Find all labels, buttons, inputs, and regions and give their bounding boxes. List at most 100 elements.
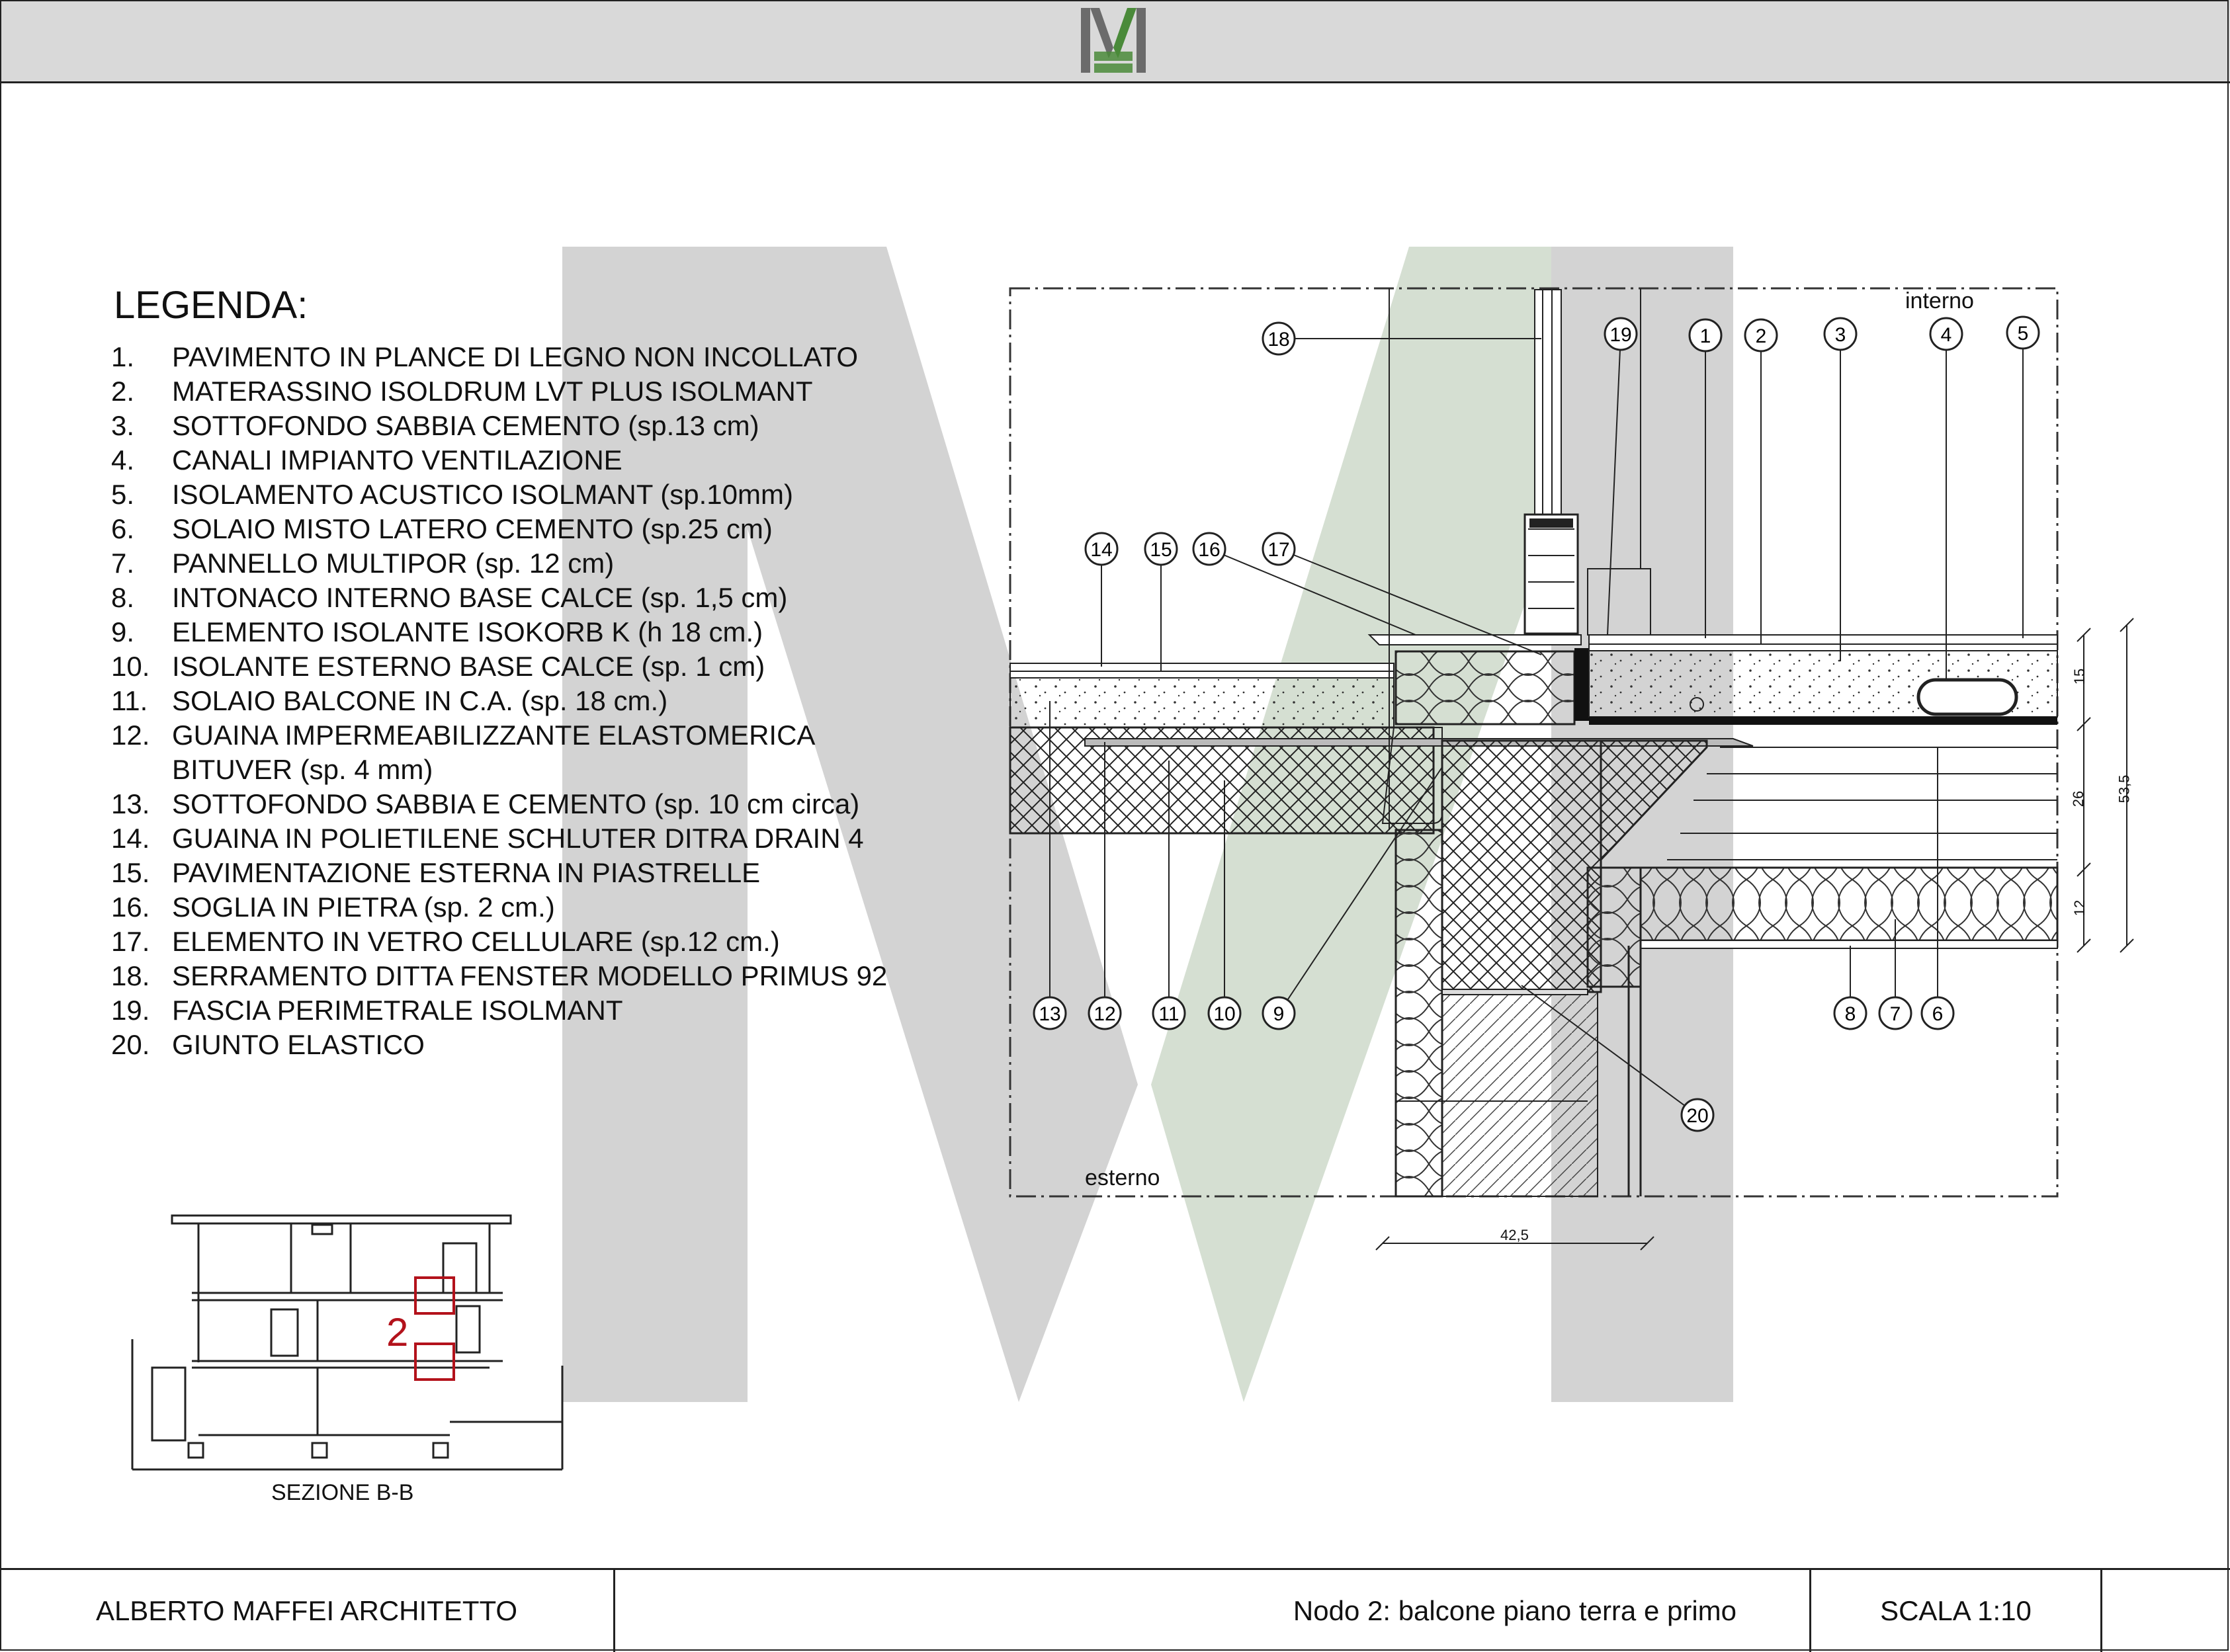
- marker-number: 4: [1941, 324, 1952, 346]
- marker-circle: [1262, 321, 1296, 356]
- marker-circle: [1192, 532, 1226, 566]
- legend-item-number: 20.: [111, 1029, 150, 1060]
- marker-number: 13: [1039, 1003, 1060, 1025]
- legend-item: 7. PANNELLO MULTIPOR (sp. 12 cm): [111, 546, 887, 581]
- marker-circle: [1207, 996, 1242, 1030]
- marker-number: 16: [1198, 539, 1220, 561]
- marker-circle: [1920, 996, 1955, 1030]
- legend-item: 2.MATERASSINO ISOLDRUM LVT PLUS ISOLMANT: [111, 374, 887, 409]
- key-plan-node-number: 2: [386, 1310, 409, 1354]
- title-cell: Nodo 2: balcone piano terra e primo: [615, 1570, 1811, 1652]
- marker-number: 17: [1267, 539, 1289, 561]
- legend-item: 13. SOTTOFONDO SABBIA E CEMENTO (sp. 10 c…: [111, 787, 887, 821]
- legend-item-number: 15.: [111, 857, 150, 888]
- title-block: ALBERTO MAFFEI ARCHITETTO Nodo 2: balcon…: [0, 1568, 2230, 1652]
- author-cell: ALBERTO MAFFEI ARCHITETTO: [0, 1570, 615, 1652]
- marker-leader-line: [1209, 548, 1416, 636]
- marker-leader-line: [1278, 766, 1443, 1014]
- marker-circle: [1929, 317, 1963, 351]
- legend-item-text: BITUVER (sp. 4 mm): [172, 754, 433, 785]
- legend-item: 14.GUAINA IN POLIETILENE SCHLUTER DITRA …: [111, 821, 887, 856]
- legend-item-number: 17.: [111, 926, 150, 957]
- marker-circle: [1823, 317, 1858, 351]
- legend-item: 17. ELEMENTO IN VETRO CELLULARE (sp.12 cm…: [111, 925, 887, 959]
- legend-item: 19.FASCIA PERIMETRALE ISOLMANT: [111, 993, 887, 1028]
- legend-item: 16. SOGLIA IN PIETRA (sp. 2 cm.): [111, 890, 887, 925]
- legend-item-number: 10.: [111, 651, 150, 682]
- marker-circle: [1833, 996, 1867, 1030]
- legend-item-number: 3.: [111, 410, 135, 441]
- legend-item-text: ISOLAMENTO ACUSTICO ISOLMANT (sp.10mm): [172, 479, 793, 510]
- exterior-label: esterno: [1085, 1165, 1160, 1190]
- drawing-scale: SCALA 1:10: [1880, 1595, 2032, 1626]
- legend-item-number: 18.: [111, 960, 150, 991]
- legend-item-text: INTONACO INTERNO BASE CALCE (sp. 1,5 cm): [172, 582, 788, 613]
- legend-item: 12.GUAINA IMPERMEABILIZZANTE ELASTOMERIC…: [111, 718, 887, 753]
- legend-item: 4. CANALI IMPIANTO VENTILAZIONE: [111, 443, 887, 477]
- legend-item-number: 9.: [111, 616, 135, 647]
- legend-item-number: 14.: [111, 823, 150, 854]
- scale-cell: SCALA 1:10: [1811, 1570, 2102, 1652]
- marker-number: 11: [1158, 1003, 1179, 1025]
- dimension-width: 42,5: [1500, 1227, 1529, 1243]
- legend-item-text: ELEMENTO ISOLANTE ISOKORB K (h 18 cm.): [172, 616, 763, 647]
- legend-item-text: SOTTOFONDO SABBIA E CEMENTO (sp. 10 cm c…: [172, 788, 860, 819]
- legend-item-number: 1.: [111, 341, 135, 372]
- marker-circle: [2006, 315, 2040, 350]
- legend-item-number: 2.: [111, 376, 135, 407]
- legend-item-text: SERRAMENTO DITTA FENSTER MODELLO PRIMUS …: [172, 960, 888, 991]
- marker-number: 19: [1609, 324, 1631, 346]
- legend-item: 9. ELEMENTO ISOLANTE ISOKORB K (h 18 cm.): [111, 615, 887, 649]
- legend-item-number: 4.: [111, 444, 135, 475]
- marker-leader-line: [1607, 333, 1621, 636]
- marker-circle: [1262, 532, 1296, 566]
- legend-item-text: ELEMENTO IN VETRO CELLULARE (sp.12 cm.): [172, 926, 780, 957]
- legend-item-number: 8.: [111, 582, 135, 613]
- legend-item: 5.ISOLAMENTO ACUSTICO ISOLMANT (sp.10mm): [111, 477, 887, 512]
- key-plan-caption: SEZIONE B-B: [271, 1480, 414, 1505]
- legend-item-text: PANNELLO MULTIPOR (sp. 12 cm): [172, 548, 615, 579]
- marker-circle: [1878, 996, 1912, 1030]
- legend-item: BITUVER (sp. 4 mm): [111, 753, 887, 787]
- marker-circle: [1604, 317, 1638, 351]
- marker-number: 14: [1090, 539, 1112, 561]
- legend-title: LEGENDA:: [114, 284, 308, 327]
- marker-number: 10: [1213, 1003, 1235, 1025]
- legend-item-number: 16.: [111, 891, 150, 923]
- legend-item-number: 13.: [111, 788, 150, 819]
- marker-number: 2: [1756, 325, 1767, 347]
- legend-item-text: SOGLIA IN PIETRA (sp. 2 cm.): [172, 891, 555, 923]
- legend-item-number: 6.: [111, 513, 135, 544]
- interior-label: interno: [1905, 288, 1974, 313]
- marker-number: 20: [1686, 1105, 1708, 1127]
- marker-circle: [1744, 318, 1778, 352]
- author-name: ALBERTO MAFFEI ARCHITETTO: [95, 1595, 518, 1626]
- legend-item: 10. ISOLANTE ESTERNO BASE CALCE (sp. 1 cm…: [111, 649, 887, 684]
- marker-circle: [1680, 1098, 1715, 1132]
- m-logo-icon: [1081, 8, 1146, 73]
- legend-item-number: 11.: [111, 685, 148, 716]
- legend-list: 1.PAVIMENTO IN PLANCE DI LEGNO NON INCOL…: [111, 340, 887, 1062]
- legend-item: 15.PAVIMENTAZIONE ESTERNA IN PIASTRELLE: [111, 856, 887, 890]
- legend-item: 1.PAVIMENTO IN PLANCE DI LEGNO NON INCOL…: [111, 340, 887, 374]
- legend-item: 6.SOLAIO MISTO LATERO CEMENTO (sp.25 cm): [111, 512, 887, 546]
- legend-item-text: SOLAIO BALCONE IN C.A. (sp. 18 cm.): [172, 685, 668, 716]
- marker-circle: [1033, 996, 1067, 1030]
- legend-item: 11. SOLAIO BALCONE IN C.A. (sp. 18 cm.): [111, 684, 887, 718]
- marker-number: 7: [1890, 1003, 1901, 1025]
- marker-circle: [1084, 532, 1119, 566]
- marker-circle: [1262, 996, 1296, 1030]
- legend-item-text: CANALI IMPIANTO VENTILAZIONE: [172, 444, 622, 475]
- legend-item-text: SOTTOFONDO SABBIA CEMENTO (sp.13 cm): [172, 410, 759, 441]
- header-bar: [0, 0, 2230, 83]
- marker-leader-line: [1521, 985, 1698, 1116]
- marker-circle: [1088, 996, 1122, 1030]
- legend-item-number: 7.: [111, 548, 135, 579]
- marker-number: 9: [1273, 1003, 1285, 1025]
- legend-item-text: ISOLANTE ESTERNO BASE CALCE (sp. 1 cm): [172, 651, 765, 682]
- drawing-title: Nodo 2: balcone piano terra e primo: [1293, 1595, 1737, 1626]
